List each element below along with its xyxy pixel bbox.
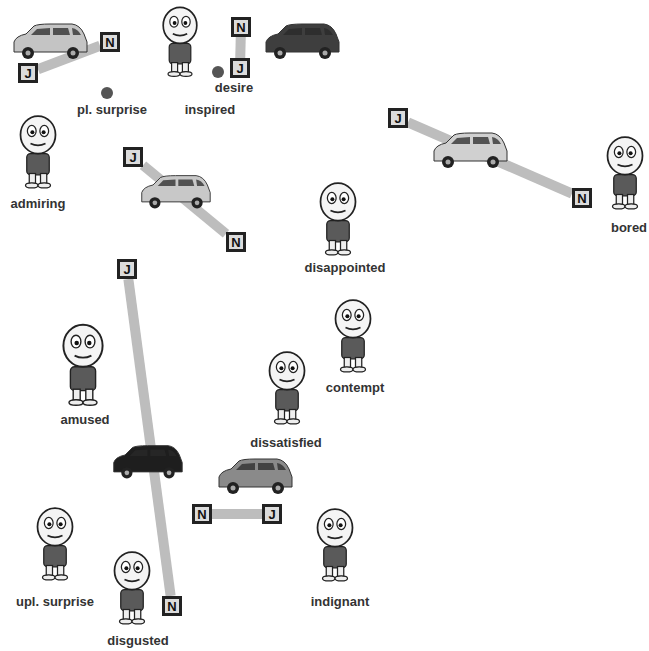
emotion-dot (212, 66, 224, 78)
letter-box: J (117, 259, 137, 279)
emotion-label: contempt (326, 380, 385, 395)
emotion-label: bored (611, 220, 647, 235)
box-letter: N (577, 192, 586, 205)
character (38, 508, 73, 580)
box-letter: J (268, 508, 275, 521)
car-silver (434, 133, 507, 168)
letter-box: J (388, 108, 408, 128)
box-letter: J (394, 112, 401, 125)
emotion-label: pl. surprise (77, 102, 147, 117)
emotion-label: disappointed (305, 260, 386, 275)
box-letter: J (123, 263, 130, 276)
car-range-band (212, 509, 262, 519)
box-letter: J (236, 62, 243, 75)
car-black (114, 446, 182, 479)
car-silver (14, 24, 87, 59)
letter-box: N (100, 32, 120, 52)
letter-box: N (572, 188, 592, 208)
box-letter: N (236, 21, 245, 34)
letter-box: N (231, 17, 251, 37)
character (270, 352, 305, 424)
box-letter: N (231, 236, 240, 249)
emotion-label: amused (60, 412, 109, 427)
character (115, 552, 150, 624)
letter-box: N (192, 504, 212, 524)
box-letter: N (197, 508, 206, 521)
letter-box: J (18, 63, 38, 83)
box-letter: J (24, 67, 31, 80)
emotion-label: indignant (311, 594, 370, 609)
character (336, 300, 371, 372)
character (163, 7, 197, 76)
character (318, 509, 353, 581)
character (608, 137, 643, 209)
letter-box: J (262, 504, 282, 524)
car-silver (142, 176, 210, 209)
box-letter: N (105, 36, 114, 49)
letter-box: J (230, 58, 250, 78)
emotion-label: inspired (185, 102, 236, 117)
car-dark (266, 24, 339, 59)
letter-box: N (162, 596, 182, 616)
character (21, 116, 56, 188)
character (63, 325, 102, 406)
emotion-label: admiring (11, 196, 66, 211)
car-range-band (408, 122, 572, 193)
character (321, 183, 356, 255)
letter-box: J (123, 147, 143, 167)
letter-box: N (226, 232, 246, 252)
car-gray (219, 459, 292, 494)
emotion-label: upl. surprise (16, 594, 94, 609)
car-range-band (235, 37, 246, 58)
box-letter: J (129, 151, 136, 164)
emotion-dot (101, 87, 113, 99)
emotion-label: dissatisfied (250, 435, 322, 450)
box-letter: N (167, 600, 176, 613)
emotion-label: disgusted (107, 633, 168, 648)
emotion-label: desire (215, 80, 253, 95)
car-range-band (128, 279, 170, 596)
